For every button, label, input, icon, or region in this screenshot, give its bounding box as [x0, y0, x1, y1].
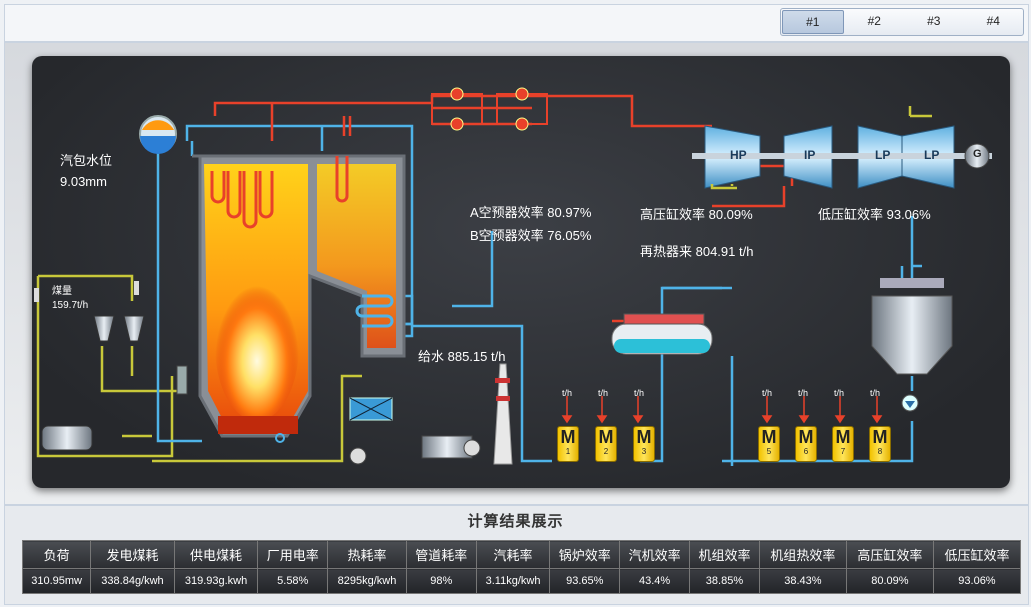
value-load: 310.95mw: [21, 568, 92, 594]
heater-1-flow-unit: t/h: [562, 388, 573, 398]
header-gen-coal-rate: 发电煤耗: [90, 540, 175, 569]
steam-drum: [139, 115, 177, 154]
results-header-row: 负荷 发电煤耗 供电煤耗 厂用电率 热耗率 管道耗率 汽耗率 锅炉效率 汽机效率…: [21, 540, 1022, 569]
value-steam-rate: 3.11kg/kwh: [475, 568, 551, 594]
tab-unit-2[interactable]: #2: [867, 14, 881, 28]
generator-label: G: [973, 148, 982, 160]
heater-1-number: 1: [565, 447, 571, 456]
condenser-icon: [871, 278, 953, 412]
turbine-lp2-label: LP: [924, 148, 940, 162]
drum-level-value: 9.03mm: [60, 174, 107, 189]
extraction-arrows: [561, 396, 883, 424]
coal-flow-value: 159.7t/h: [52, 300, 89, 311]
value-turbine-eff: 43.4%: [619, 568, 691, 594]
heater-3-flow-unit: t/h: [634, 388, 645, 398]
value-unit-thermal-eff: 38.43%: [758, 568, 847, 594]
plant-diagram: [34, 87, 992, 466]
header-hp-eff: 高压缸效率: [845, 540, 934, 569]
header-boiler-eff: 锅炉效率: [549, 540, 621, 569]
heater-3-number: 3: [641, 447, 647, 456]
heater-5-number: 5: [766, 447, 772, 456]
heater-2-number: 2: [603, 447, 609, 456]
turbine-hp-label: HP: [730, 148, 747, 162]
value-unit-eff: 38.85%: [689, 568, 760, 594]
turbine-lp1-label: LP: [875, 148, 891, 162]
heater-2-flow-unit: t/h: [598, 388, 609, 398]
chimney-icon: [493, 363, 513, 465]
lp-cylinder-efficiency: 低压缸效率 93.06%: [818, 207, 931, 222]
hp-cylinder-efficiency: 高压缸效率 80.09%: [640, 207, 753, 222]
header-unit-eff: 机组效率: [689, 540, 760, 569]
results-title: 计算结果展示: [467, 513, 564, 530]
header-pipe-loss: 管道耗率: [405, 540, 477, 569]
results-value-row: 310.95mw 338.84g/kwh 319.93g.kwh 5.58% 8…: [21, 568, 1022, 594]
heater-7-number: 7: [840, 447, 846, 456]
value-lp-eff: 93.06%: [932, 568, 1022, 594]
plant-diagram-panel: [32, 56, 1010, 488]
feedwater-flow: 给水 885.15 t/h: [418, 349, 506, 364]
tab-unit-3[interactable]: #3: [927, 14, 941, 28]
header-unit-thermal-eff: 机组热效率: [758, 540, 847, 569]
boiler-furnace: [192, 154, 406, 443]
results-table: 负荷 发电煤耗 供电煤耗 厂用电率 热耗率 管道耗率 汽耗率 锅炉效率 汽机效率…: [21, 540, 1022, 594]
header-heat-rate: 热耗率: [327, 540, 407, 569]
header-aux-power-rate: 厂用电率: [257, 540, 329, 569]
turbine-set: [692, 125, 992, 189]
value-hp-eff: 80.09%: [845, 568, 934, 594]
heater-8-flow-unit: t/h: [870, 388, 881, 398]
unit-tabs: #1 #2 #3 #4: [780, 8, 1024, 36]
header-lp-eff: 低压缸效率: [932, 540, 1022, 569]
header-supply-coal-rate: 供电煤耗: [173, 540, 259, 569]
heater-7-flow-unit: t/h: [834, 388, 845, 398]
air-preheater-a: A空预器效率 80.97%: [470, 205, 592, 220]
value-aux-power-rate: 5.58%: [257, 568, 329, 594]
feed-pump-icon: [349, 435, 481, 465]
header-turbine-eff: 汽机效率: [619, 540, 691, 569]
heater-5-flow-unit: t/h: [762, 388, 773, 398]
coal-mills: [34, 281, 188, 451]
economizer: [355, 294, 394, 328]
reheater-valves: [431, 87, 548, 131]
drum-level-label: 汽包水位: [60, 153, 113, 168]
heater-6-number: 6: [803, 447, 809, 456]
value-boiler-eff: 93.65%: [549, 568, 621, 594]
tab-unit-4[interactable]: #4: [986, 14, 1000, 28]
heater-6-flow-unit: t/h: [798, 388, 809, 398]
coal-lines: [36, 274, 362, 463]
header-steam-rate: 汽耗率: [475, 540, 551, 569]
value-heat-rate: 8295kg/kwh: [327, 568, 407, 594]
tab-unit-1[interactable]: #1: [782, 10, 844, 34]
value-gen-coal-rate: 338.84g/kwh: [90, 568, 175, 594]
reheater-flow: 再热器来 804.91 t/h: [640, 244, 754, 259]
coal-flow-label: 煤量: [52, 286, 72, 297]
value-supply-coal-rate: 319.93g.kwh: [173, 568, 259, 594]
turbine-ip-label: IP: [804, 148, 816, 162]
turbine-extraction-lines: [710, 106, 932, 190]
header-load: 负荷: [21, 540, 92, 569]
value-pipe-loss: 98%: [405, 568, 477, 594]
heater-8-number: 8: [877, 447, 883, 456]
air-preheater-b: B空预器效率 76.05%: [470, 228, 592, 243]
deaerator-icon: [611, 313, 713, 355]
